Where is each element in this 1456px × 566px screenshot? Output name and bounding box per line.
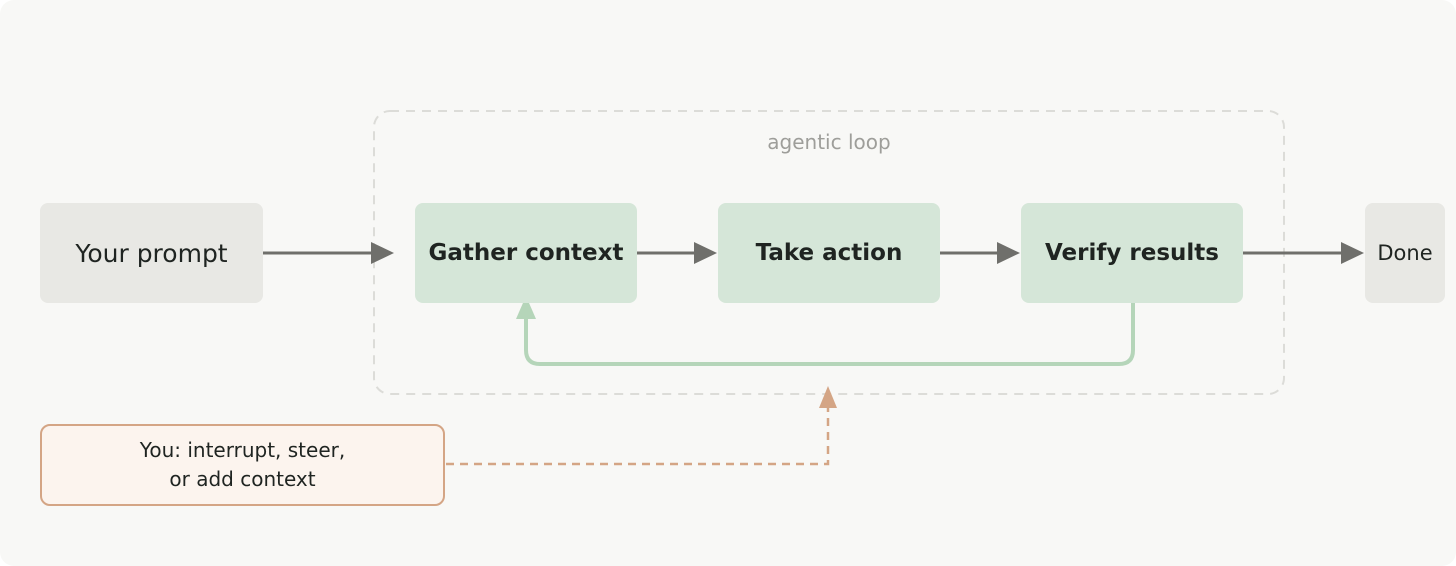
done-label: Done bbox=[1377, 241, 1433, 265]
arrow-human-intervention bbox=[446, 386, 837, 466]
verify-results-node: Verify results bbox=[1021, 203, 1243, 303]
human-intervention-line-1: You: interrupt, steer, bbox=[139, 438, 346, 462]
verify-results-label: Verify results bbox=[1045, 240, 1219, 266]
done-node: Done bbox=[1365, 203, 1445, 303]
arrow-action-to-verify bbox=[940, 242, 1020, 264]
gather-context-label: Gather context bbox=[428, 240, 624, 266]
agentic-loop-label: agentic loop bbox=[767, 130, 891, 154]
arrow-verify-to-done bbox=[1243, 242, 1364, 264]
take-action-label: Take action bbox=[755, 240, 903, 266]
arrow-gather-to-action bbox=[637, 242, 717, 264]
human-intervention-box: You: interrupt, steer, or add context bbox=[40, 424, 445, 506]
your-prompt-label: Your prompt bbox=[75, 238, 228, 268]
arrow-loop-back bbox=[516, 296, 1135, 366]
take-action-node: Take action bbox=[718, 203, 940, 303]
human-intervention-line-2: or add context bbox=[169, 467, 316, 491]
gather-context-node: Gather context bbox=[415, 203, 637, 303]
your-prompt-node: Your prompt bbox=[40, 203, 263, 303]
arrow-prompt-to-gather bbox=[263, 242, 394, 264]
